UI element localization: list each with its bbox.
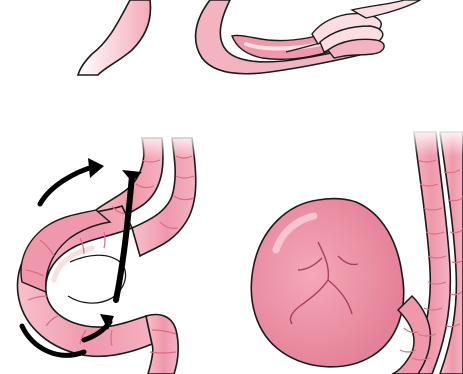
panel-distended-bowel — [251, 128, 463, 374]
panel-twisted-bowel — [17, 132, 200, 374]
panel-telescoped-bowel — [196, 0, 420, 74]
curved-bowel-wall — [78, 0, 150, 75]
distended-organ — [251, 199, 403, 367]
panel-curved-bowel-segment — [78, 0, 150, 75]
folded-bowel-coils — [312, 0, 420, 58]
